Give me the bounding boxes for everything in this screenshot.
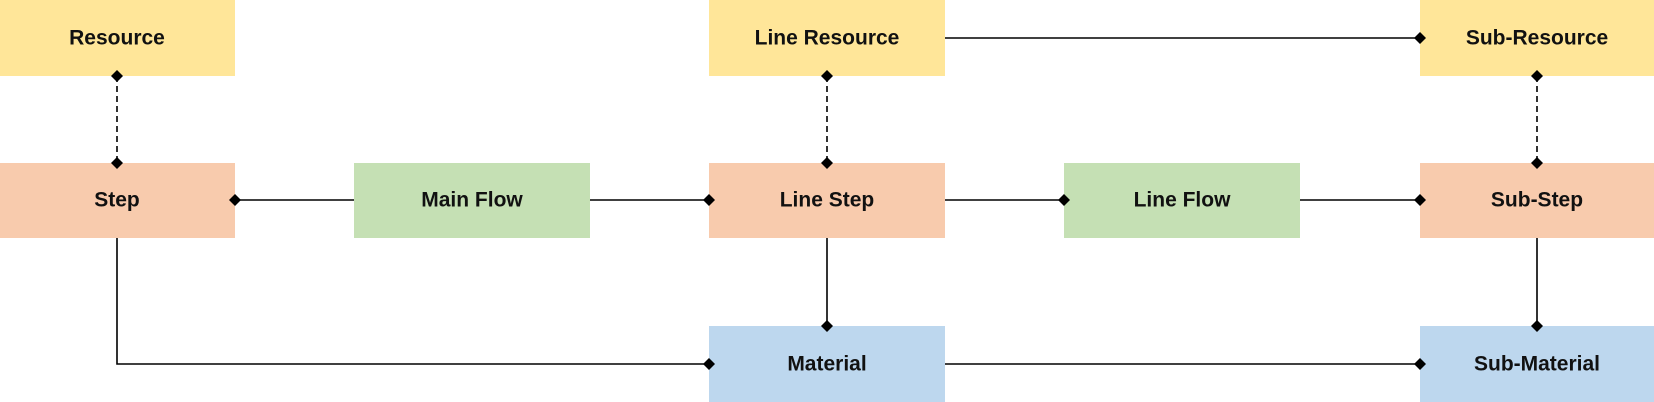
- diamond-endpoint-icon: [1414, 32, 1426, 44]
- diamond-endpoint-icon: [1414, 358, 1426, 370]
- connectors: [116, 37, 1538, 365]
- node-main-flow: [354, 163, 590, 238]
- connector-endpoints: [111, 32, 1543, 370]
- node-line-resource: [709, 0, 945, 76]
- node-line-flow: [1064, 163, 1300, 238]
- label-material: Material: [787, 353, 866, 376]
- label-line-step: Line Step: [780, 189, 875, 212]
- label-line-flow: Line Flow: [1134, 189, 1231, 212]
- connector-step-material: [116, 238, 709, 365]
- node-line-step: [709, 163, 945, 238]
- diamond-endpoint-icon: [111, 70, 123, 82]
- diamond-endpoint-icon: [1414, 194, 1426, 206]
- node-sub-step: [1420, 163, 1654, 238]
- diamond-endpoint-icon: [703, 358, 715, 370]
- label-sub-step: Sub-Step: [1491, 189, 1583, 212]
- node-resource: [0, 0, 235, 76]
- diamond-endpoint-icon: [1531, 157, 1543, 169]
- node-sub-resource: [1420, 0, 1654, 76]
- node-step: [0, 163, 235, 238]
- diamond-endpoint-icon: [1058, 194, 1070, 206]
- diamond-endpoint-icon: [229, 194, 241, 206]
- diamond-endpoint-icon: [821, 157, 833, 169]
- diamond-endpoint-icon: [703, 194, 715, 206]
- diamond-endpoint-icon: [821, 70, 833, 82]
- node-material: [709, 326, 945, 402]
- diamond-endpoint-icon: [1531, 320, 1543, 332]
- label-step: Step: [94, 189, 140, 212]
- diamond-endpoint-icon: [111, 157, 123, 169]
- label-main-flow: Main Flow: [421, 189, 523, 212]
- diamond-endpoint-icon: [1531, 70, 1543, 82]
- label-sub-resource: Sub-Resource: [1466, 27, 1608, 50]
- label-resource: Resource: [69, 27, 165, 50]
- node-sub-material: [1420, 326, 1654, 402]
- label-sub-material: Sub-Material: [1474, 353, 1600, 376]
- node-labels: Resource Line Resource Sub-Resource Step…: [69, 27, 1608, 376]
- diamond-endpoint-icon: [821, 320, 833, 332]
- label-line-resource: Line Resource: [755, 27, 900, 50]
